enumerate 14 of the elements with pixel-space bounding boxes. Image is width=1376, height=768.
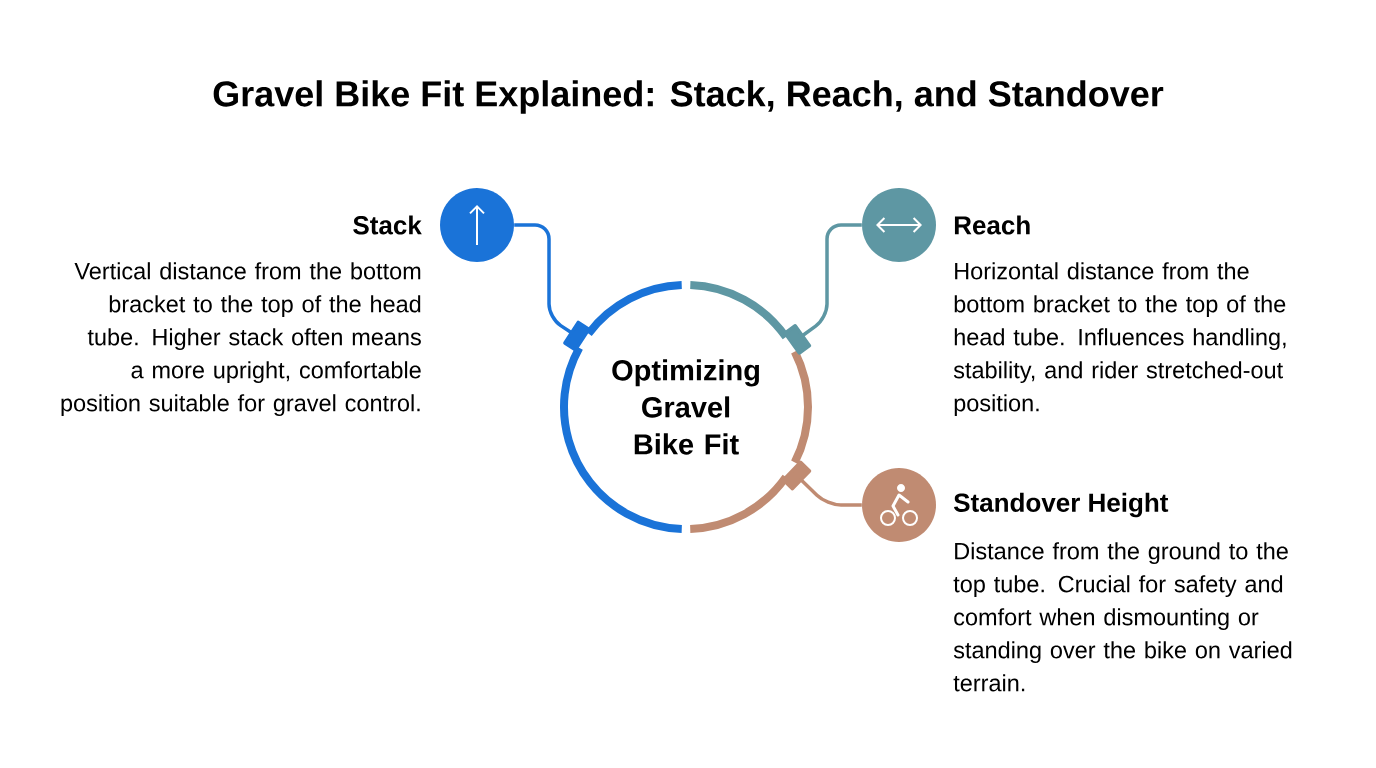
heading: Reach [954,215,1030,235]
description: Horizontal distance from the bottom bracket to the top of the head tube. Influences handling, stability, and rider stretched-out position. [953,262,1286,417]
icon-circle [862,188,936,262]
description: Distance from the ground to the top tube. Crucial for safety and comfort when dismounting or standing over the bike on varied terrain. [953,542,1292,692]
connector [781,460,862,507]
connector [514,223,591,352]
title: Gravel Bike Fit Explained: Stack, Reach, and Standover [213,80,1164,114]
icon-circle [862,468,936,542]
heading: Stack [353,215,422,235]
ring-node: Optimizing Gravel Bike Fit [560,281,812,533]
heading: Standover Height [953,492,1169,518]
description: Vertical distance from the bottom bracket to the top of the head tube. Higher stack often means a more upright, comfortable position suitable for gravel control. [61,262,421,417]
icon-circle [440,188,514,262]
connector [783,223,862,355]
